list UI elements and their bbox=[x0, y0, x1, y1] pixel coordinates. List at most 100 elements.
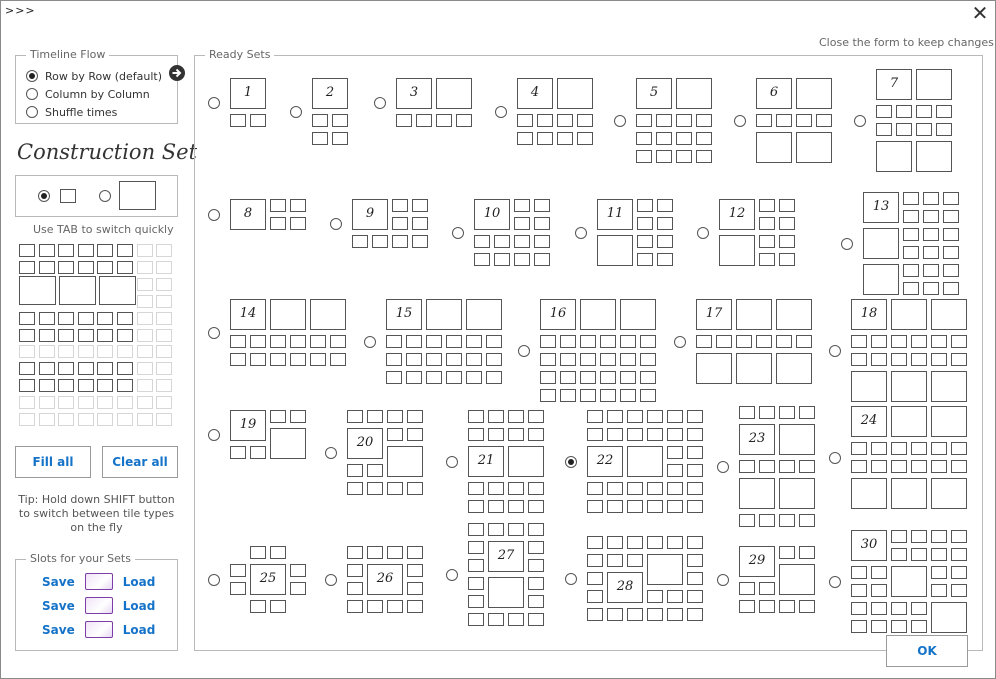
construction-cell[interactable] bbox=[77, 413, 94, 426]
small-tile-radio[interactable] bbox=[38, 190, 50, 202]
timeline-option-shuffle[interactable]: Shuffle times bbox=[26, 103, 162, 121]
construction-cell[interactable] bbox=[58, 379, 75, 393]
construction-cell[interactable] bbox=[136, 260, 153, 274]
construction-cell[interactable] bbox=[19, 345, 35, 359]
close-icon[interactable]: ✕ bbox=[971, 1, 989, 25]
construction-cell[interactable] bbox=[156, 311, 173, 325]
construction-cell[interactable] bbox=[117, 345, 133, 359]
ready-set-radio-30[interactable] bbox=[829, 575, 841, 588]
construction-cell[interactable] bbox=[97, 260, 114, 274]
construction-cell[interactable] bbox=[38, 396, 55, 410]
ready-set-radio-22[interactable] bbox=[565, 455, 577, 468]
fill-all-button[interactable]: Fill all bbox=[15, 446, 91, 478]
arrow-right-circle-icon[interactable] bbox=[168, 64, 186, 82]
ready-set-radio-12[interactable] bbox=[697, 226, 709, 239]
construction-cell[interactable] bbox=[58, 345, 75, 359]
ready-set-radio-4[interactable] bbox=[495, 105, 507, 118]
construction-cell[interactable] bbox=[58, 396, 75, 410]
load-slot-button[interactable]: Load bbox=[122, 622, 156, 637]
construction-cell[interactable] bbox=[117, 260, 133, 274]
construction-cell[interactable] bbox=[156, 379, 173, 393]
construction-cell[interactable] bbox=[117, 396, 133, 410]
construction-cell[interactable] bbox=[97, 328, 114, 342]
ready-set-radio-14[interactable] bbox=[208, 326, 220, 339]
construction-cell[interactable] bbox=[156, 413, 173, 426]
construction-cell[interactable] bbox=[156, 244, 173, 257]
construction-cell[interactable] bbox=[19, 396, 35, 410]
construction-cell[interactable] bbox=[19, 362, 35, 376]
ready-set-radio-3[interactable] bbox=[374, 96, 386, 109]
construction-cell[interactable] bbox=[58, 260, 75, 274]
construction-cell[interactable] bbox=[19, 260, 35, 274]
construction-cell[interactable] bbox=[97, 379, 114, 393]
construction-cell[interactable] bbox=[97, 244, 114, 257]
construction-cell[interactable] bbox=[58, 413, 75, 426]
construction-cell[interactable] bbox=[97, 345, 114, 359]
ready-set-radio-9[interactable] bbox=[330, 217, 342, 230]
ready-set-radio-8[interactable] bbox=[208, 208, 220, 221]
timeline-option-radio[interactable] bbox=[26, 88, 38, 100]
ready-set-radio-10[interactable] bbox=[452, 226, 464, 239]
timeline-option-row[interactable]: Row by Row (default) bbox=[26, 67, 162, 85]
timeline-option-radio[interactable] bbox=[26, 106, 38, 118]
ready-set-radio-25[interactable] bbox=[208, 573, 220, 586]
ready-set-radio-26[interactable] bbox=[325, 573, 337, 586]
ready-set-radio-11[interactable] bbox=[575, 226, 587, 239]
slot-preview-icon[interactable] bbox=[84, 573, 113, 590]
construction-cell[interactable] bbox=[117, 311, 133, 325]
load-slot-button[interactable]: Load bbox=[122, 574, 156, 589]
construction-cell[interactable] bbox=[77, 244, 94, 257]
ready-set-radio-6[interactable] bbox=[734, 114, 746, 127]
ready-set-radio-2[interactable] bbox=[290, 105, 302, 118]
construction-cell[interactable] bbox=[58, 244, 75, 257]
construction-cell[interactable] bbox=[117, 244, 133, 257]
construction-cell[interactable] bbox=[136, 396, 153, 410]
construction-cell[interactable] bbox=[58, 311, 75, 325]
construction-cell[interactable] bbox=[97, 311, 114, 325]
construction-cell[interactable] bbox=[136, 362, 153, 376]
construction-cell[interactable] bbox=[117, 362, 133, 376]
construction-cell[interactable] bbox=[97, 362, 114, 376]
slot-preview-icon[interactable] bbox=[84, 621, 113, 638]
ready-set-radio-24[interactable] bbox=[829, 451, 841, 464]
construction-cell[interactable] bbox=[117, 413, 133, 426]
construction-cell[interactable] bbox=[97, 396, 114, 410]
construction-cell[interactable] bbox=[58, 328, 75, 342]
construction-cell[interactable] bbox=[38, 362, 55, 376]
ready-set-radio-20[interactable] bbox=[325, 446, 337, 459]
construction-cell[interactable] bbox=[156, 396, 173, 410]
construction-cell[interactable] bbox=[38, 260, 55, 274]
construction-cell[interactable] bbox=[38, 413, 55, 426]
construction-cell[interactable] bbox=[38, 311, 55, 325]
construction-cell[interactable] bbox=[19, 413, 35, 426]
ready-set-radio-7[interactable] bbox=[854, 114, 866, 127]
construction-cell[interactable] bbox=[136, 328, 153, 342]
large-tile-radio[interactable] bbox=[99, 190, 111, 202]
construction-cell[interactable] bbox=[38, 328, 55, 342]
construction-cell[interactable] bbox=[38, 345, 55, 359]
ready-set-radio-15[interactable] bbox=[364, 335, 376, 348]
construction-cell[interactable] bbox=[156, 345, 173, 359]
construction-cell[interactable] bbox=[156, 328, 173, 342]
construction-cell[interactable] bbox=[77, 362, 94, 376]
construction-cell[interactable] bbox=[38, 379, 55, 393]
ready-set-radio-16[interactable] bbox=[518, 344, 530, 357]
ready-set-radio-1[interactable] bbox=[208, 96, 220, 109]
ready-set-radio-13[interactable] bbox=[841, 237, 853, 250]
construction-cell[interactable] bbox=[38, 244, 55, 257]
ok-button[interactable]: OK bbox=[886, 635, 968, 667]
construction-cell[interactable] bbox=[136, 413, 153, 426]
timeline-option-column[interactable]: Column by Column bbox=[26, 85, 162, 103]
construction-cell[interactable] bbox=[77, 260, 94, 274]
slot-preview-icon[interactable] bbox=[84, 597, 113, 614]
construction-cell[interactable] bbox=[136, 311, 153, 325]
clear-all-button[interactable]: Clear all bbox=[102, 446, 178, 478]
construction-cell[interactable] bbox=[58, 362, 75, 376]
ready-set-radio-5[interactable] bbox=[614, 114, 626, 127]
ready-set-radio-19[interactable] bbox=[208, 428, 220, 441]
construction-cell[interactable] bbox=[77, 379, 94, 393]
construction-cell[interactable] bbox=[19, 328, 35, 342]
construction-cell[interactable] bbox=[19, 311, 35, 325]
construction-cell[interactable] bbox=[77, 345, 94, 359]
construction-cell[interactable] bbox=[97, 413, 114, 426]
